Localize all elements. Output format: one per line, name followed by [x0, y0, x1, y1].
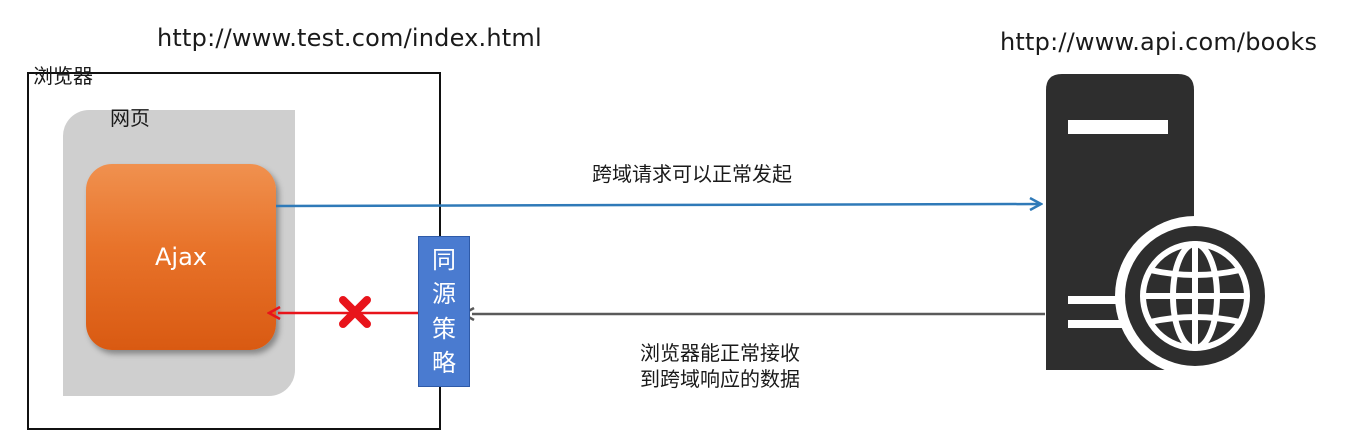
- policy-char: 源: [432, 280, 456, 309]
- response-label: 浏览器能正常接收 到跨域响应的数据: [560, 340, 880, 392]
- page-url: http://www.test.com/index.html: [157, 24, 542, 52]
- blocked-x-icon: [339, 296, 371, 328]
- policy-char: 略: [432, 349, 456, 378]
- globe-icon: [1115, 216, 1275, 376]
- api-url: http://www.api.com/books: [1000, 28, 1318, 56]
- same-origin-policy: 同 源 策 略: [418, 236, 470, 387]
- browser-label: 浏览器: [33, 64, 93, 88]
- ajax-block: Ajax: [86, 164, 276, 350]
- policy-char: 同: [432, 245, 456, 274]
- response-label-line: 浏览器能正常接收: [640, 341, 800, 365]
- response-label-line: 到跨域响应的数据: [640, 367, 800, 391]
- request-arrow: [275, 204, 1040, 206]
- ajax-label: Ajax: [155, 243, 207, 271]
- request-label: 跨域请求可以正常发起: [592, 162, 792, 186]
- webpage-label: 网页: [110, 106, 150, 130]
- policy-char: 策: [432, 314, 456, 343]
